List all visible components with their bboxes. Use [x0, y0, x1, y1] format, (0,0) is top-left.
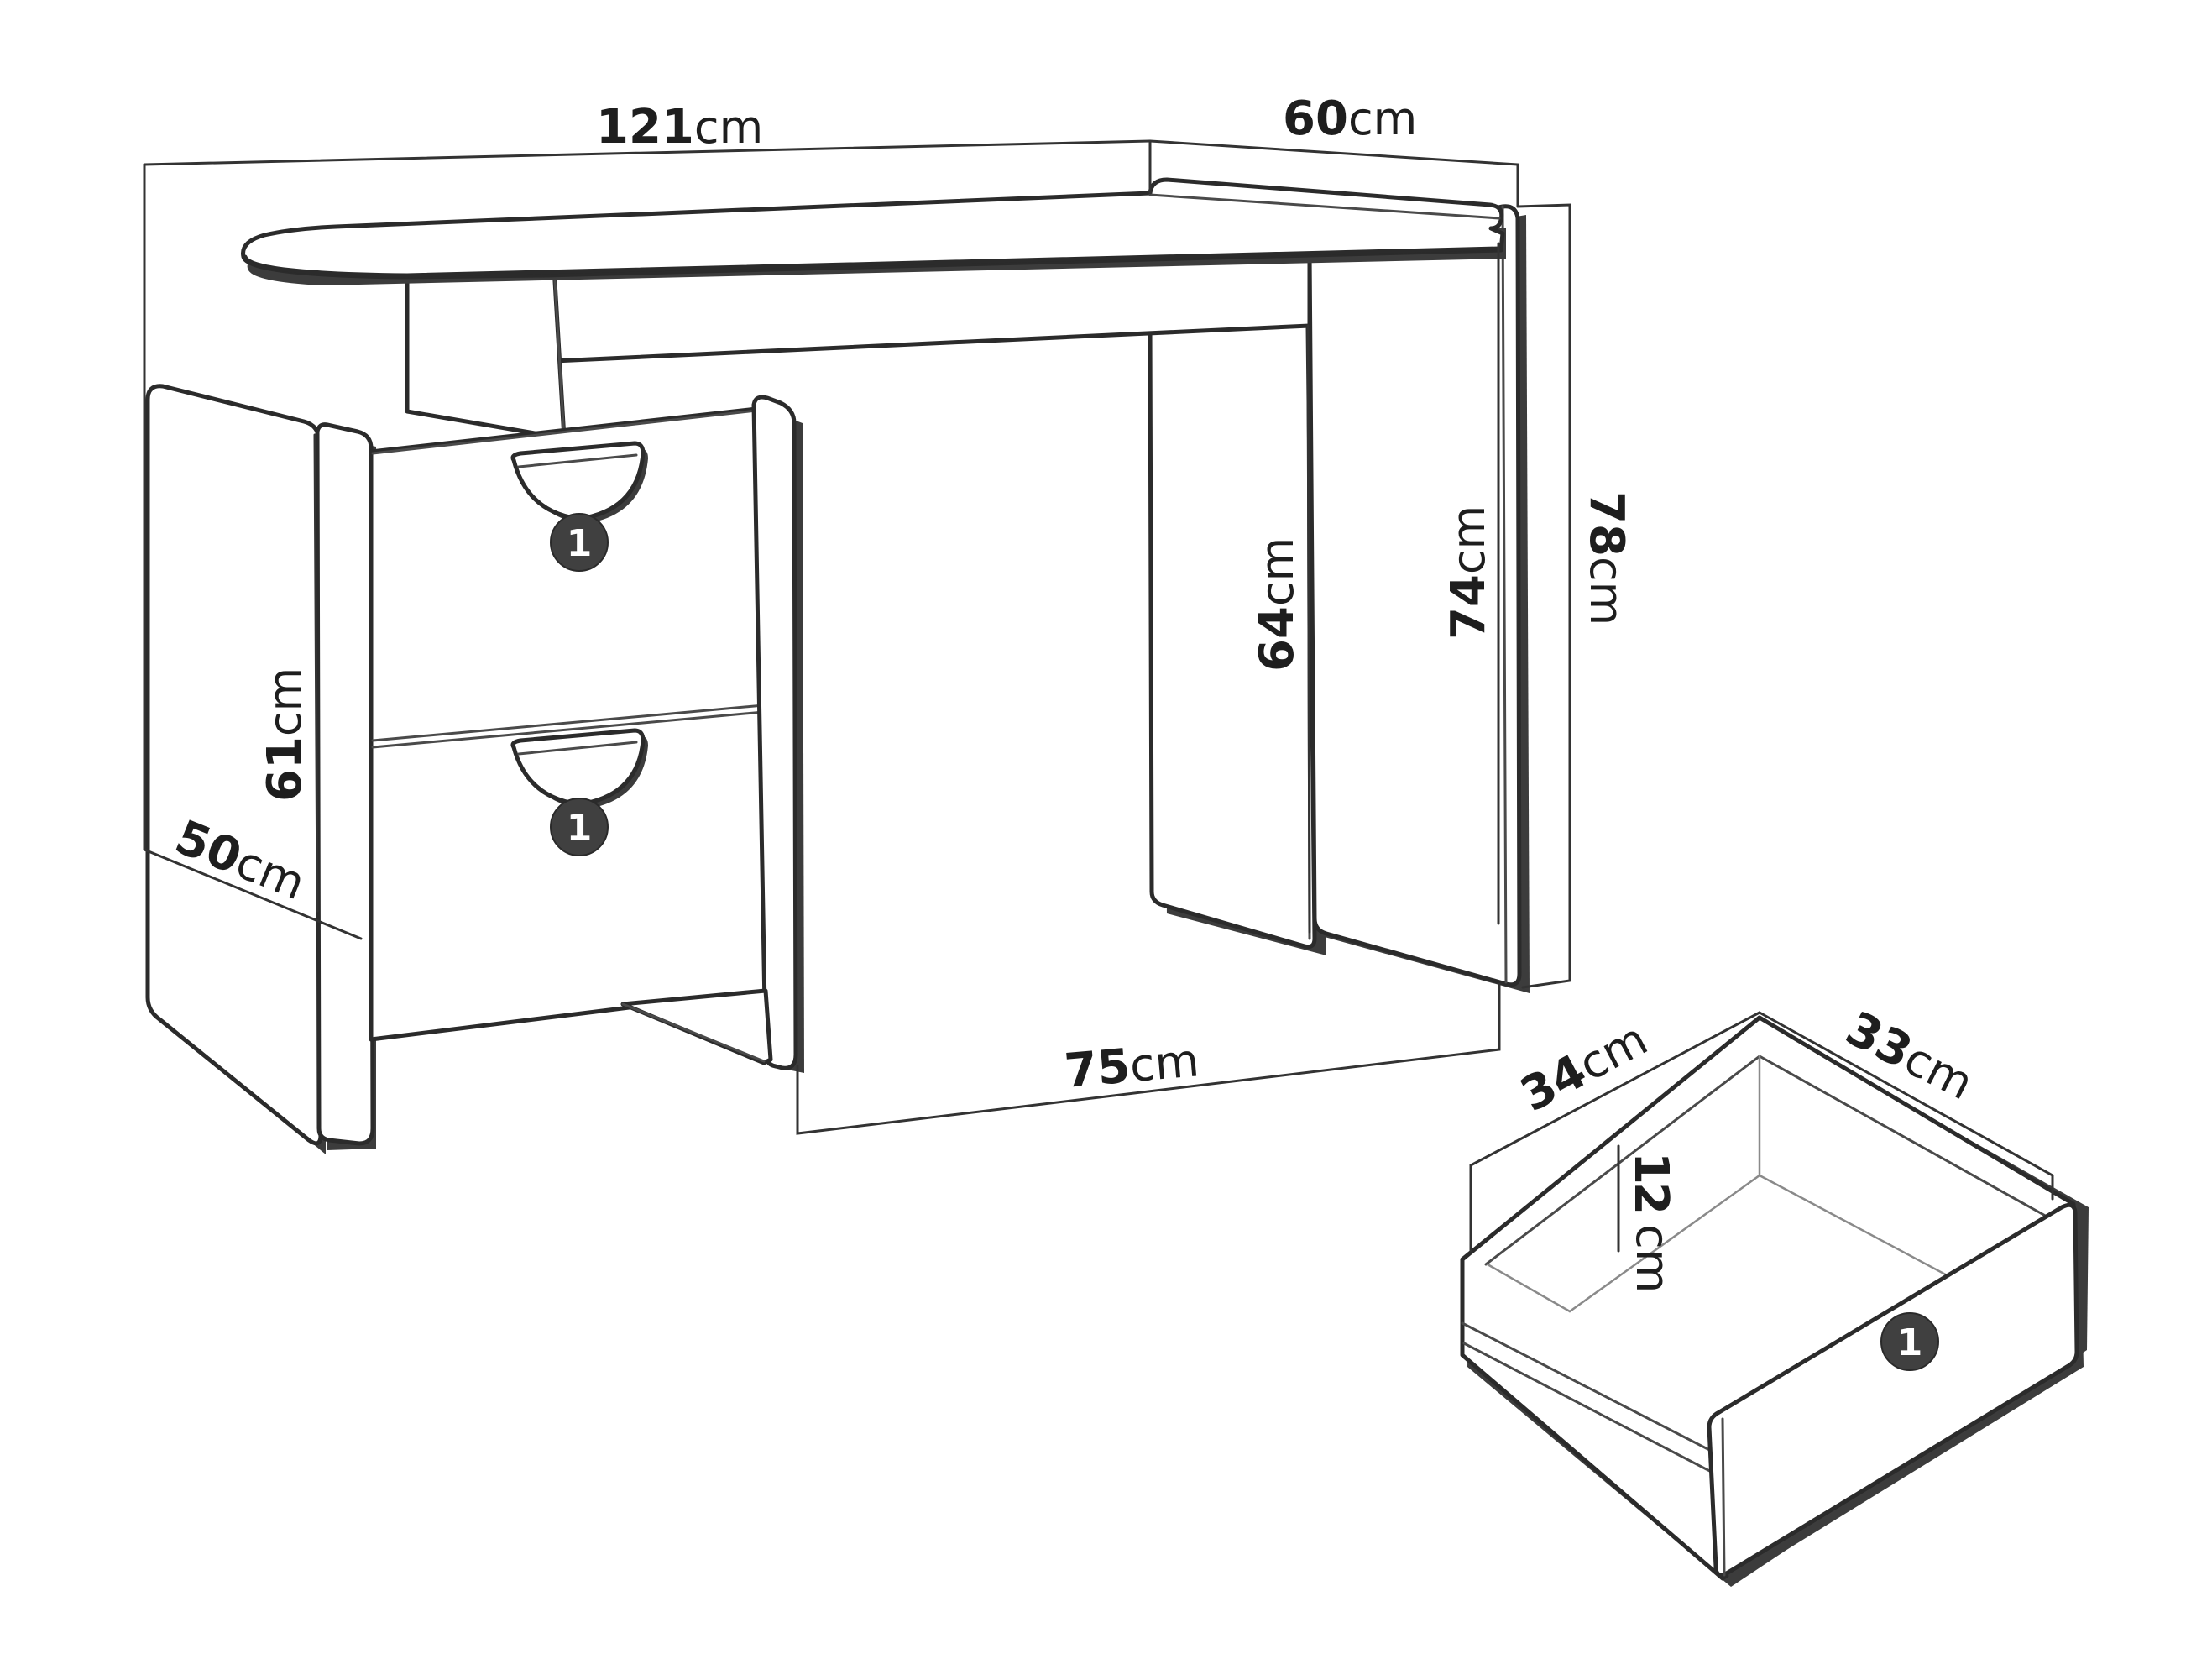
drawer-detail-marker: 1	[1880, 1312, 1939, 1371]
dim-knee-width-unit: cm	[1127, 1034, 1200, 1092]
dim-desk-depth-unit: cm	[1348, 92, 1417, 145]
pedestal-plinth	[620, 988, 773, 1065]
dim-desk-height-unit: cm	[1580, 557, 1633, 625]
dim-pedestal-height-value: 61	[258, 736, 312, 802]
pedestal-drawer-top	[371, 408, 766, 742]
desk-dimension-lines	[143, 139, 1571, 1135]
dim-inner-height-value: 74	[1441, 574, 1496, 640]
desk-drawer-top-marker-label: 1	[567, 522, 593, 565]
drawer-dimension-lines	[1469, 1011, 2054, 1253]
dim-label-pedestal-height: 61cm	[258, 667, 312, 802]
dim-desk-height-value: 78	[1579, 491, 1634, 557]
dim-leg-height-unit: cm	[1251, 537, 1304, 606]
pedestal-drawer-bottom	[371, 710, 766, 809]
dim-desk-depth-value: 60	[1283, 92, 1348, 146]
dim-label-leg-height: 64cm	[1250, 537, 1305, 672]
pedestal-right-side-panel	[751, 395, 804, 1073]
dim-label-desk-inner-height: 74cm	[1441, 505, 1496, 640]
dim-desk-width-unit: cm	[694, 101, 763, 154]
desk-support-column	[405, 259, 567, 441]
dim-label-desk-height: 78cm	[1579, 491, 1634, 625]
drawer-detail-drawing: 34cm 33cm 1 2 cm 1	[1460, 1002, 2089, 1587]
dim-pedestal-height-unit: cm	[259, 667, 311, 736]
dim-inner-height-unit: cm	[1442, 505, 1495, 574]
pedestal-left-side-panel	[145, 384, 326, 1154]
desk-right-side-panel	[1307, 204, 1530, 993]
drawer-front-panel	[1707, 1202, 2084, 1585]
drawer-detail-marker-label: 1	[1897, 1321, 1923, 1364]
dim-knee-width-value: 75	[1063, 1039, 1132, 1099]
dim-label-desk-width: 121cm	[596, 100, 763, 154]
desktop-surface	[241, 177, 1506, 285]
drawer-bottom-handle-icon	[510, 728, 648, 809]
drawer-top-handle-icon	[510, 441, 648, 524]
dim-label-desk-depth: 60cm	[1283, 92, 1417, 146]
dim-drawer-height-digit-1: 1	[1624, 1152, 1678, 1185]
pedestal-front-post	[315, 422, 376, 1150]
dim-label-drawer-height: 1 2 cm	[1624, 1152, 1679, 1293]
dim-leg-height-value: 64	[1250, 606, 1305, 672]
desk-drawing: 121cm 60cm 78cm 74cm 64cm 61cm 50cm 75cm…	[143, 92, 1634, 1154]
dim-label-knee-width: 75cm	[1063, 1033, 1201, 1099]
desk-drawer-top-marker: 1	[550, 513, 609, 572]
desk-drawer-bottom-marker-label: 1	[567, 807, 593, 850]
dim-drawer-height-digit-2: 2	[1624, 1182, 1678, 1215]
desk-drawer-bottom-marker: 1	[550, 798, 609, 856]
dim-desk-width-value: 121	[596, 100, 694, 154]
dim-drawer-height-unit: cm	[1626, 1224, 1679, 1293]
